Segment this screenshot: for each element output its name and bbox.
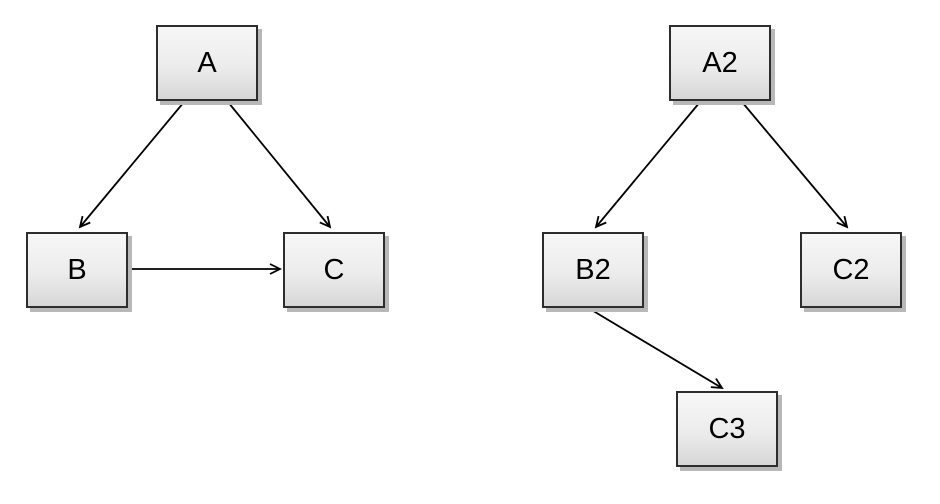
node-C3[interactable]: C3 (676, 391, 778, 467)
node-C2[interactable]: C2 (800, 232, 902, 308)
node-C2-label: C2 (832, 253, 870, 286)
edge-A2-B2[interactable] (596, 101, 701, 227)
node-C-label: C (323, 253, 345, 286)
node-A2-label: A2 (702, 46, 738, 79)
node-C3-label: C3 (708, 412, 746, 445)
edge-A-C[interactable] (227, 101, 330, 227)
node-A-label: A (197, 46, 217, 79)
edge-B2-C3[interactable] (589, 308, 722, 388)
node-A2[interactable]: A2 (669, 25, 771, 101)
node-B-label: B (67, 253, 87, 286)
node-B[interactable]: B (26, 232, 128, 308)
edge-A2-C2[interactable] (741, 101, 847, 227)
node-C[interactable]: C (283, 232, 385, 308)
node-B2-label: B2 (575, 253, 611, 286)
node-A[interactable]: A (156, 25, 258, 101)
edge-A-B[interactable] (80, 101, 185, 227)
node-B2[interactable]: B2 (542, 232, 644, 308)
